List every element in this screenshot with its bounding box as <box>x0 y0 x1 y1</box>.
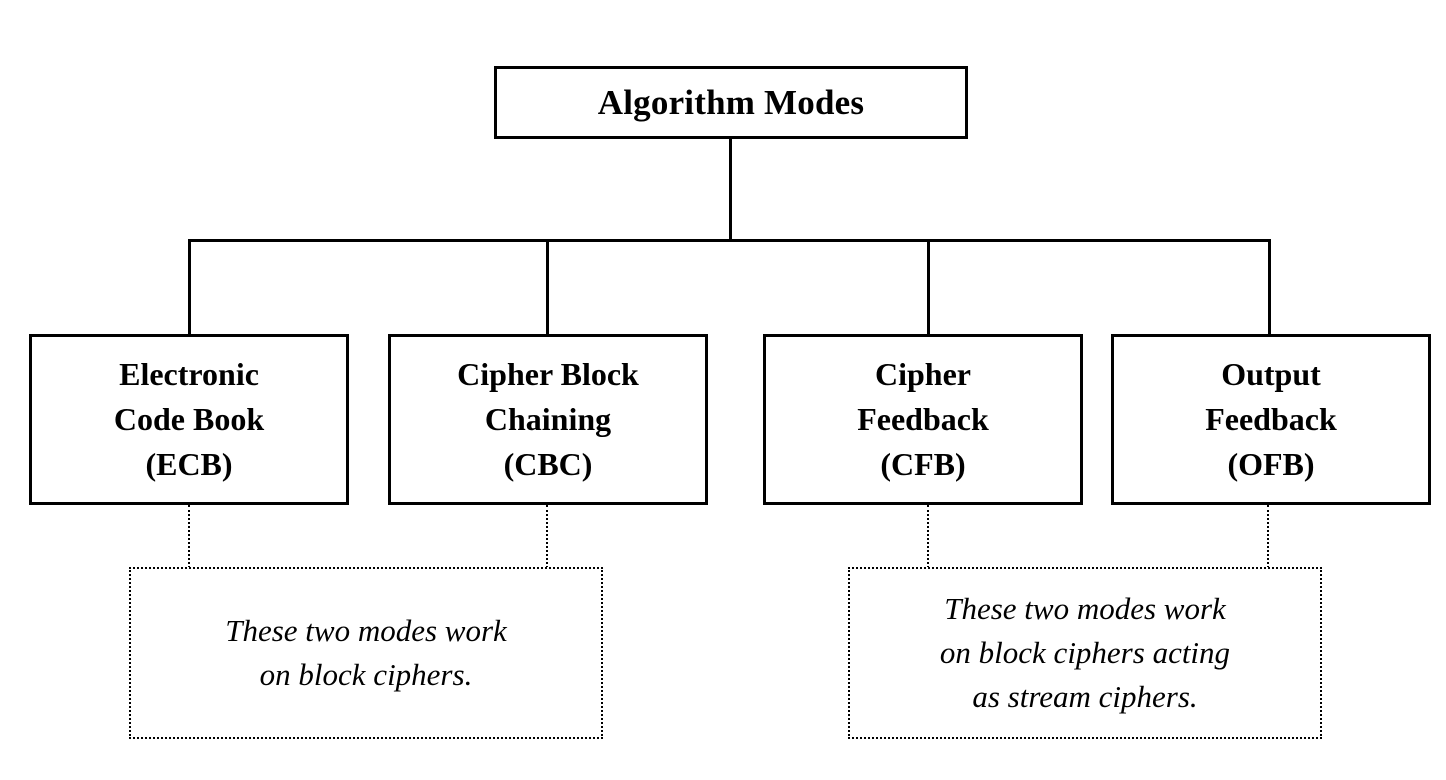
mode-node-ofb-line-2: Feedback <box>1205 401 1337 438</box>
mode-node-ecb-label-group: Electronic Code Book (ECB) <box>32 352 346 486</box>
mode-node-cfb-line-3: (CFB) <box>880 445 966 482</box>
root-node-label: Algorithm Modes <box>597 82 865 122</box>
note-box-stream-ciphers-line-3: as stream ciphers. <box>972 679 1198 714</box>
connector-drop-cfb <box>927 239 930 335</box>
root-node-algorithm-modes: Algorithm Modes <box>494 66 968 139</box>
note-box-stream-ciphers-line-2: on block ciphers acting <box>939 634 1231 670</box>
note-box-block-ciphers-line-2: on block ciphers. <box>259 657 473 692</box>
mode-node-ofb-line-3: (OFB) <box>1227 445 1315 482</box>
mode-node-ecb: Electronic Code Book (ECB) <box>29 334 349 505</box>
mode-node-ecb-line-3: (ECB) <box>145 445 233 482</box>
mode-node-cbc-line-1: Cipher Block <box>457 356 639 393</box>
mode-node-ofb-line-1: Output <box>1221 356 1321 393</box>
dotted-connector-cfb-note <box>927 505 929 568</box>
note-box-stream-ciphers-line-1: These two modes work <box>944 590 1226 626</box>
mode-node-cbc-line-3: (CBC) <box>503 445 593 482</box>
dotted-connector-ecb-note <box>188 505 190 568</box>
dotted-connector-ofb-note <box>1267 505 1269 568</box>
mode-node-cfb-line-2: Feedback <box>857 401 989 438</box>
connector-drop-ecb <box>188 239 191 335</box>
note-box-stream-ciphers-text-group: These two modes work on block ciphers ac… <box>940 587 1230 719</box>
connector-horizontal-bus <box>190 239 1271 242</box>
note-box-block-ciphers-line-1: These two modes work <box>225 612 507 648</box>
connector-drop-cbc <box>546 239 549 335</box>
mode-node-cfb-line-1: Cipher <box>875 356 971 393</box>
mode-node-ecb-line-1: Electronic <box>119 356 259 393</box>
connector-root-stem <box>729 138 732 241</box>
mode-node-cbc-line-2: Chaining <box>484 401 612 438</box>
mode-node-ofb: Output Feedback (OFB) <box>1111 334 1431 505</box>
mode-node-cfb-label-group: Cipher Feedback (CFB) <box>766 352 1080 486</box>
connector-drop-ofb <box>1268 239 1271 335</box>
note-box-block-ciphers-text-group: These two modes work on block ciphers. <box>225 609 507 697</box>
mode-node-ofb-label-group: Output Feedback (OFB) <box>1114 352 1428 486</box>
mode-node-cfb: Cipher Feedback (CFB) <box>763 334 1083 505</box>
note-box-stream-ciphers: These two modes work on block ciphers ac… <box>848 567 1322 739</box>
mode-node-ecb-line-2: Code Book <box>113 401 265 438</box>
note-box-block-ciphers: These two modes work on block ciphers. <box>129 567 603 739</box>
mode-node-cbc-label-group: Cipher Block Chaining (CBC) <box>391 352 705 486</box>
dotted-connector-cbc-note <box>546 505 548 568</box>
root-node-label-group: Algorithm Modes <box>497 83 965 123</box>
mode-node-cbc: Cipher Block Chaining (CBC) <box>388 334 708 505</box>
